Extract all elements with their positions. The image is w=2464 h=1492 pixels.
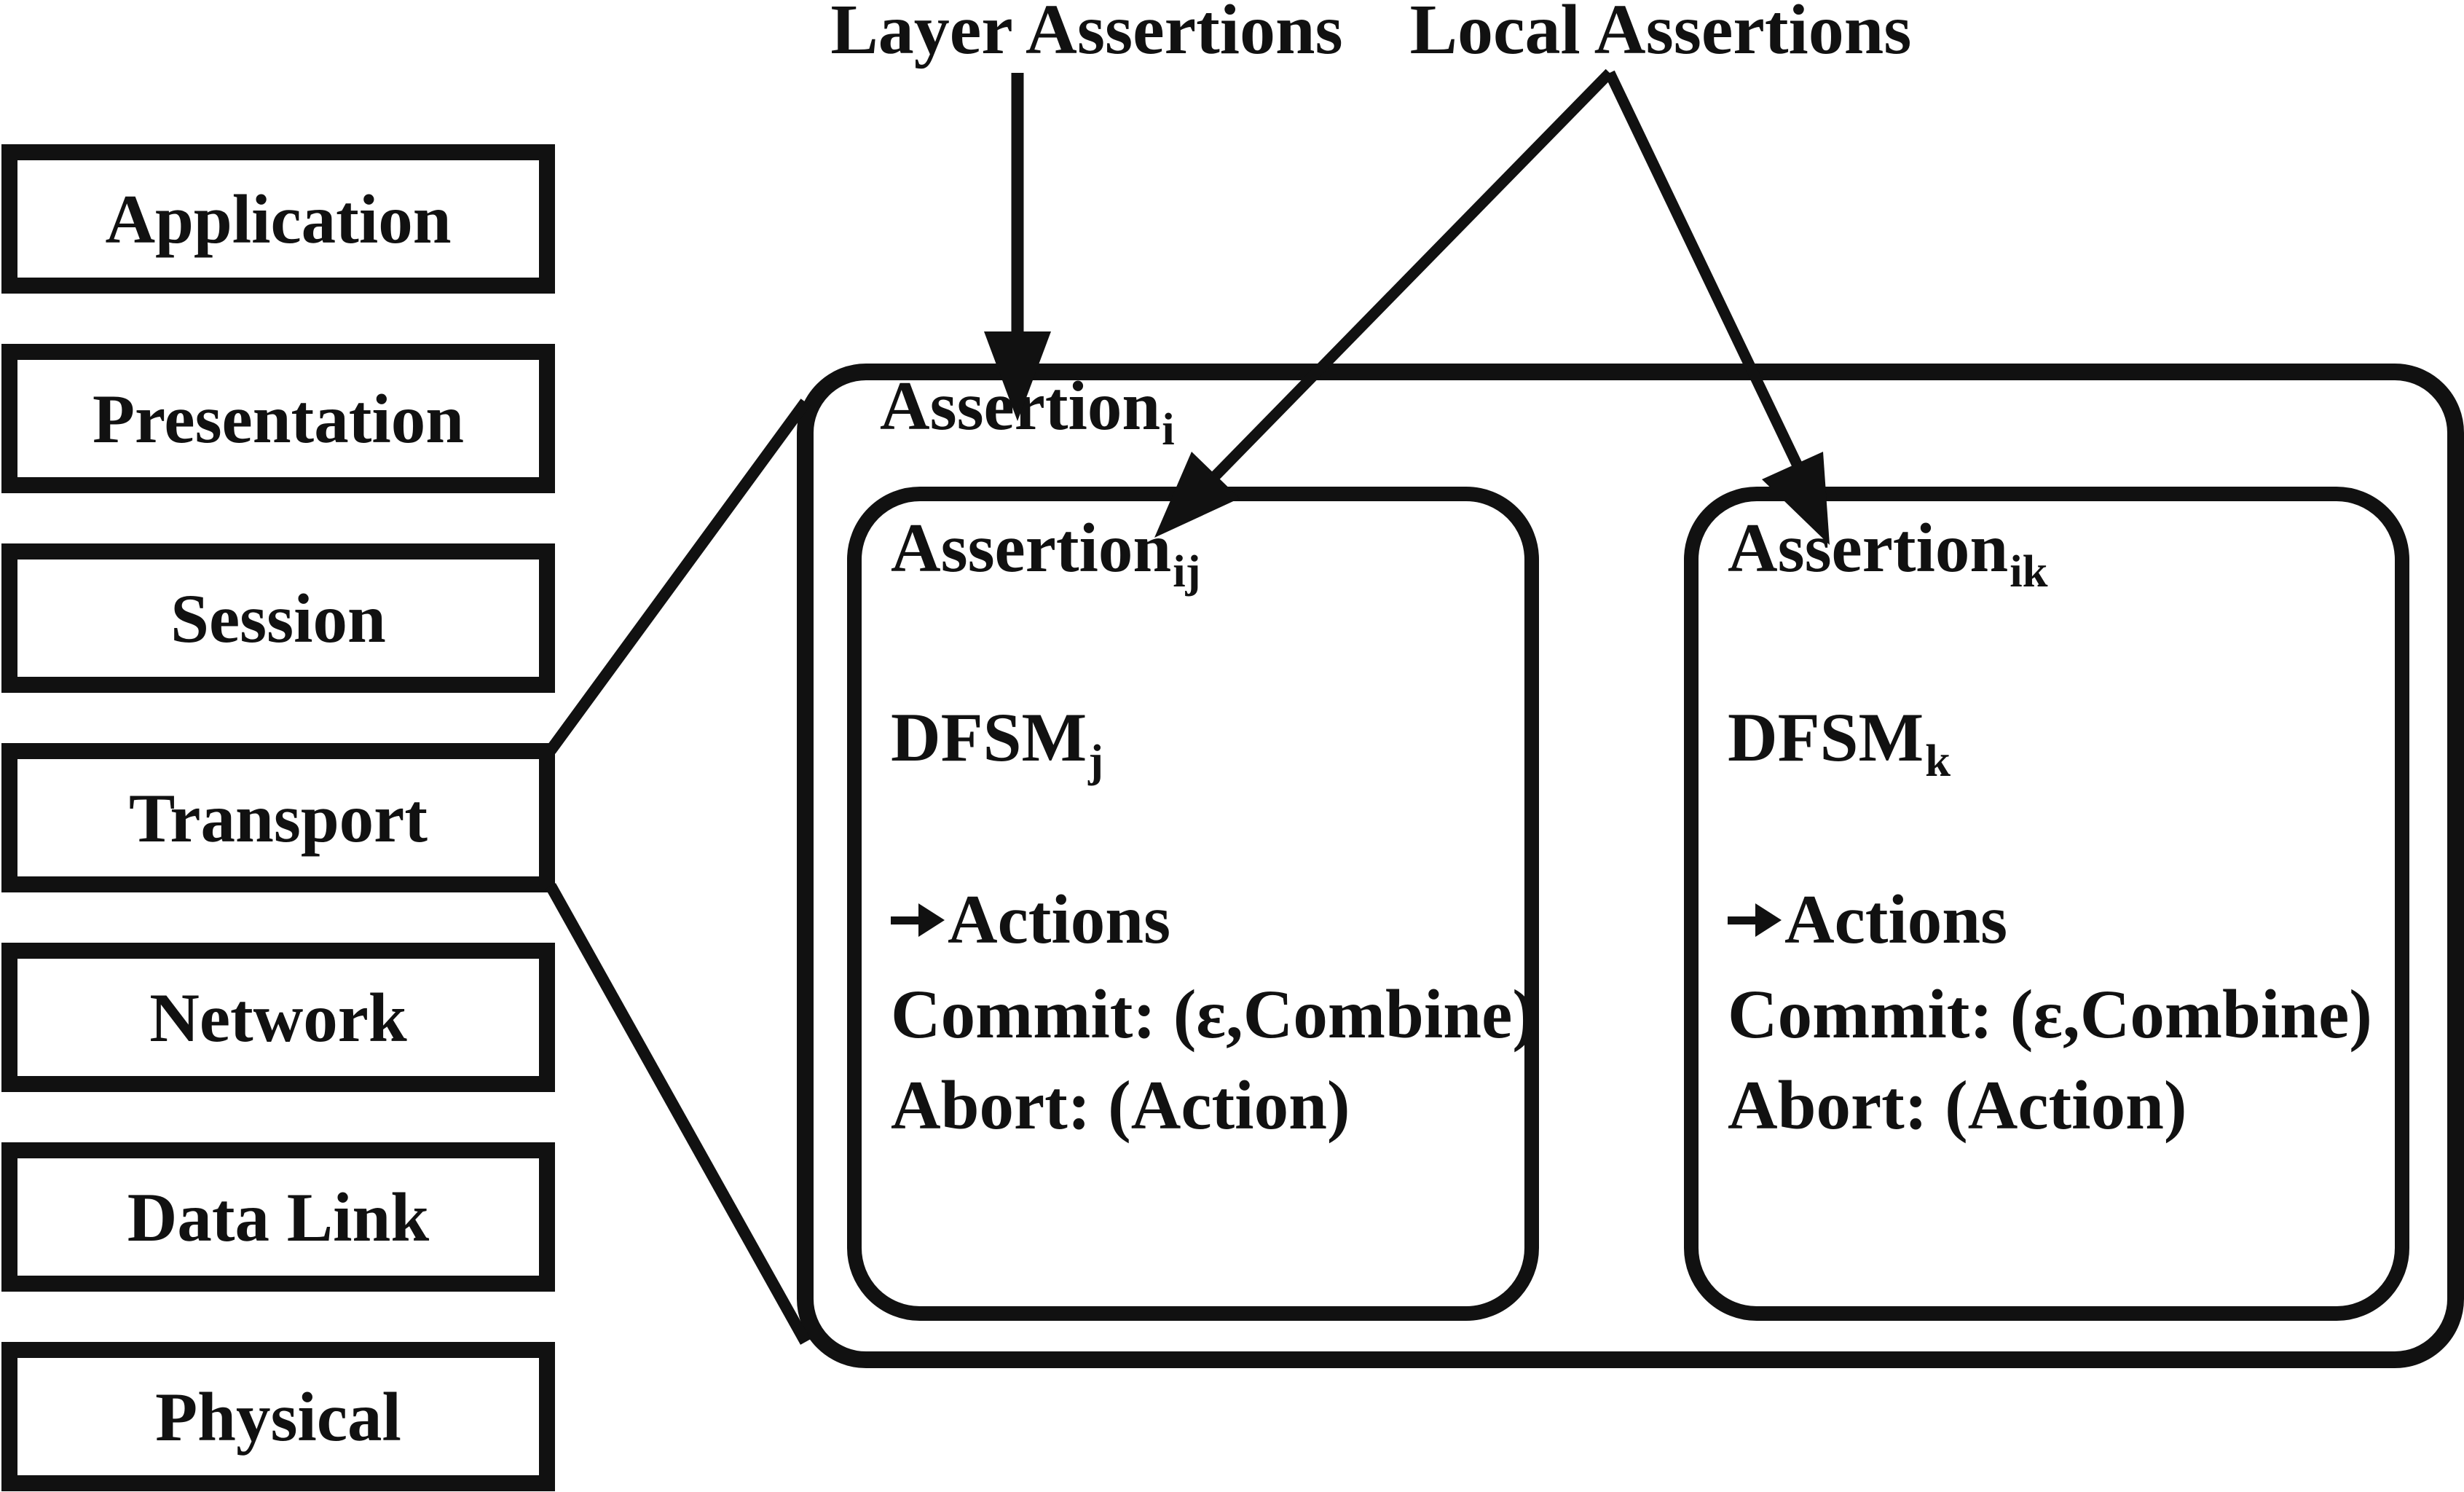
right-arrow-icon bbox=[891, 903, 945, 937]
assertion-ij-name: Assertion bbox=[891, 509, 1172, 586]
assertion-ik-name: Assertion bbox=[1728, 509, 2009, 586]
actions-row: Actions bbox=[891, 880, 1170, 960]
osi-layer-box-physical: Physical bbox=[1, 1342, 555, 1491]
dfsm-k-subscript: k bbox=[1925, 734, 1951, 786]
assertion-ik-subscript: ik bbox=[2010, 545, 2048, 597]
osi-layer-box-datalink: Data Link bbox=[1, 1142, 555, 1292]
osi-layer-box-presentation: Presentation bbox=[1, 344, 555, 493]
osi-layer-box-session: Session bbox=[1, 543, 555, 693]
assertion-ik-title: Assertionik bbox=[1728, 509, 2048, 594]
osi-layer-label: Data Link bbox=[127, 1178, 430, 1256]
expansion-line-bottom bbox=[546, 883, 811, 1345]
osi-layer-label: Application bbox=[105, 180, 452, 258]
osi-layer-label: Presentation bbox=[92, 380, 465, 458]
osi-layer-box-transport: Transport bbox=[1, 743, 555, 892]
actions-row: Actions bbox=[1728, 880, 2007, 960]
assertion-ij-box: Assertionij DFSMj Actions Commit: (ε,Com… bbox=[847, 487, 1539, 1321]
assertion-i-subscript: i bbox=[1162, 403, 1175, 455]
commit-label: Commit: (ε,Combine) bbox=[891, 975, 1535, 1053]
commit-label: Commit: (ε,Combine) bbox=[1728, 975, 2372, 1053]
expansion-line-top bbox=[546, 398, 811, 754]
abort-label: Abort: (Action) bbox=[891, 1067, 1350, 1144]
osi-layer-box-application: Application bbox=[1, 144, 555, 294]
dfsm-j-subscript: j bbox=[1088, 734, 1104, 786]
local-assertions-label: Local Assertions bbox=[1409, 0, 1912, 69]
abort-label: Abort: (Action) bbox=[1728, 1067, 2187, 1144]
assertion-ij-subscript: ij bbox=[1173, 545, 1201, 597]
assertion-i-name: Assertion bbox=[880, 367, 1161, 444]
actions-label: Actions bbox=[1784, 881, 2008, 959]
osi-layer-label: Network bbox=[149, 978, 407, 1056]
dfsm-k-name: DFSM bbox=[1728, 699, 1924, 776]
right-arrow-icon bbox=[1728, 903, 1782, 937]
assertion-ik-box: Assertionik DFSMk Actions Commit: (ε,Com… bbox=[1684, 487, 2409, 1321]
dfsm-j-name: DFSM bbox=[891, 699, 1087, 776]
osi-layer-label: Transport bbox=[129, 779, 428, 857]
assertion-i-title: Assertioni bbox=[880, 366, 1175, 452]
osi-layer-label: Session bbox=[170, 579, 386, 657]
actions-label: Actions bbox=[948, 881, 1171, 959]
assertion-ij-title: Assertionij bbox=[891, 509, 1201, 594]
osi-layer-box-network: Network bbox=[1, 943, 555, 1092]
dfsm-j-label: DFSMj bbox=[891, 698, 1103, 783]
dfsm-k-label: DFSMk bbox=[1728, 698, 1951, 783]
layer-assertions-label: Layer Assertions bbox=[830, 0, 1343, 69]
osi-layer-label: Physical bbox=[155, 1378, 401, 1456]
